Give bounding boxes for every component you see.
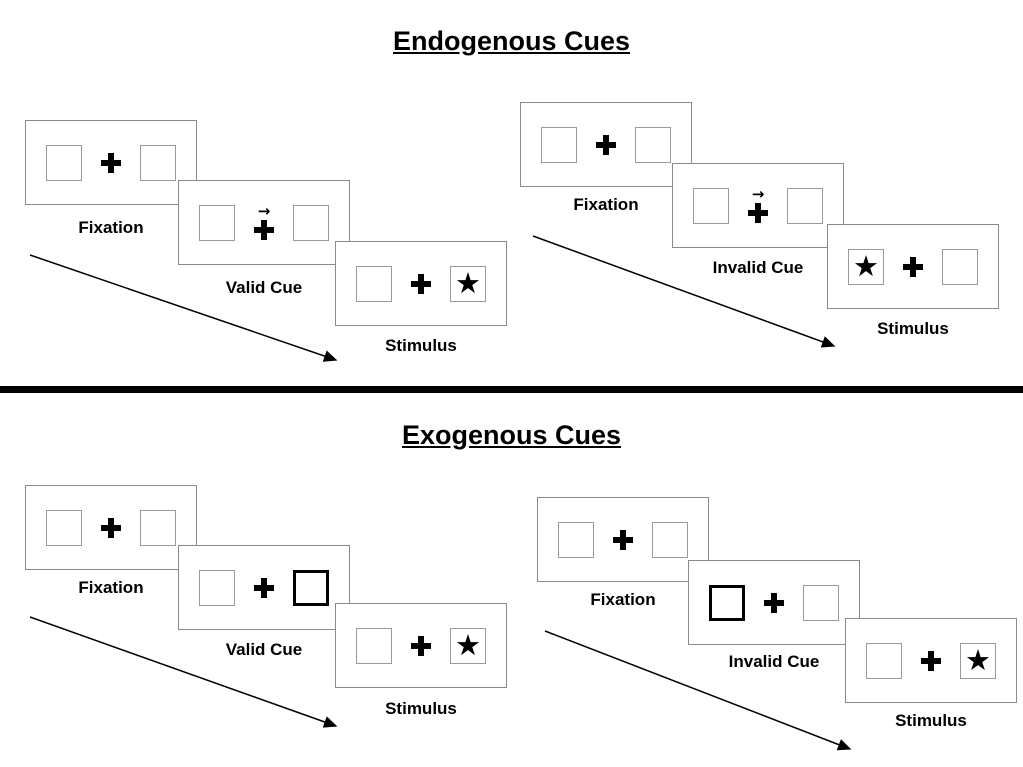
star-icon: ★	[853, 249, 879, 283]
left-box	[46, 509, 82, 546]
endogenous-invalid-fixation-panel	[520, 102, 692, 187]
endogenous-invalid-cue-panel: →	[672, 163, 844, 248]
endogenous-valid-stimulus-panel: ★	[335, 241, 507, 326]
panel-label: Fixation	[573, 195, 639, 214]
right-box	[652, 521, 688, 558]
exogenous-invalid-cue-panel	[688, 560, 860, 645]
panel-label: Stimulus	[385, 336, 457, 355]
plus-icon	[596, 134, 616, 155]
timeline-arrow	[29, 616, 338, 728]
plus-icon	[254, 577, 274, 598]
star-icon: ★	[455, 266, 481, 300]
plus-icon	[748, 203, 768, 223]
left-box	[866, 642, 902, 679]
plus-icon	[921, 650, 941, 671]
star-icon: ★	[455, 628, 481, 662]
plus-icon	[254, 220, 274, 240]
panel-label: Fixation	[78, 218, 144, 237]
right-box	[787, 187, 823, 224]
plus-icon	[101, 152, 121, 173]
left-box	[199, 569, 235, 606]
exogenous-valid-stimulus-panel: ★	[335, 603, 507, 688]
left-box-cued	[709, 584, 745, 621]
left-box	[356, 627, 392, 664]
panel-label: Invalid Cue	[728, 652, 820, 671]
plus-icon	[411, 273, 431, 294]
plus-icon	[764, 592, 784, 613]
timeline-arrow	[532, 235, 836, 348]
left-box	[199, 204, 235, 241]
exogenous-section-title: Exogenous Cues	[401, 420, 622, 450]
right-arrow-icon: →	[751, 185, 765, 203]
plus-icon	[101, 517, 121, 538]
plus-icon	[613, 529, 633, 550]
panel-label: Fixation	[590, 590, 656, 609]
left-box	[46, 144, 82, 181]
left-box-target: ★	[848, 248, 884, 285]
left-box	[693, 187, 729, 224]
panel-label: Fixation	[78, 578, 144, 597]
right-box	[803, 584, 839, 621]
section-divider	[0, 386, 1023, 393]
panel-label: Stimulus	[895, 711, 967, 730]
star-icon: ★	[965, 643, 991, 677]
exogenous-invalid-stimulus-panel: ★	[845, 618, 1017, 703]
endogenous-section-title: Endogenous Cues	[392, 26, 630, 56]
endogenous-valid-cue-panel: →	[178, 180, 350, 265]
central-cue: →	[748, 185, 768, 223]
right-box	[140, 144, 176, 181]
timeline-arrow	[29, 254, 338, 362]
right-box	[140, 509, 176, 546]
panel-label: Valid Cue	[225, 640, 303, 659]
endogenous-valid-fixation-panel	[25, 120, 197, 205]
exogenous-valid-fixation-panel	[25, 485, 197, 570]
panel-label: Stimulus	[385, 699, 457, 718]
left-box	[356, 265, 392, 302]
right-box	[635, 126, 671, 163]
right-box	[293, 204, 329, 241]
exogenous-valid-cue-panel	[178, 545, 350, 630]
right-box-target: ★	[960, 642, 996, 679]
central-cue: →	[254, 202, 274, 240]
right-box	[942, 248, 978, 285]
panel-label: Invalid Cue	[712, 258, 804, 277]
exogenous-invalid-fixation-panel	[537, 497, 709, 582]
panel-label: Valid Cue	[225, 278, 303, 297]
right-box-target: ★	[450, 265, 486, 302]
right-arrow-icon: →	[257, 202, 271, 220]
left-box	[558, 521, 594, 558]
right-box-cued	[293, 569, 329, 606]
right-box-target: ★	[450, 627, 486, 664]
plus-icon	[903, 256, 923, 277]
left-box	[541, 126, 577, 163]
endogenous-invalid-stimulus-panel: ★	[827, 224, 999, 309]
panel-label: Stimulus	[877, 319, 949, 338]
plus-icon	[411, 635, 431, 656]
timeline-arrow	[544, 630, 852, 751]
